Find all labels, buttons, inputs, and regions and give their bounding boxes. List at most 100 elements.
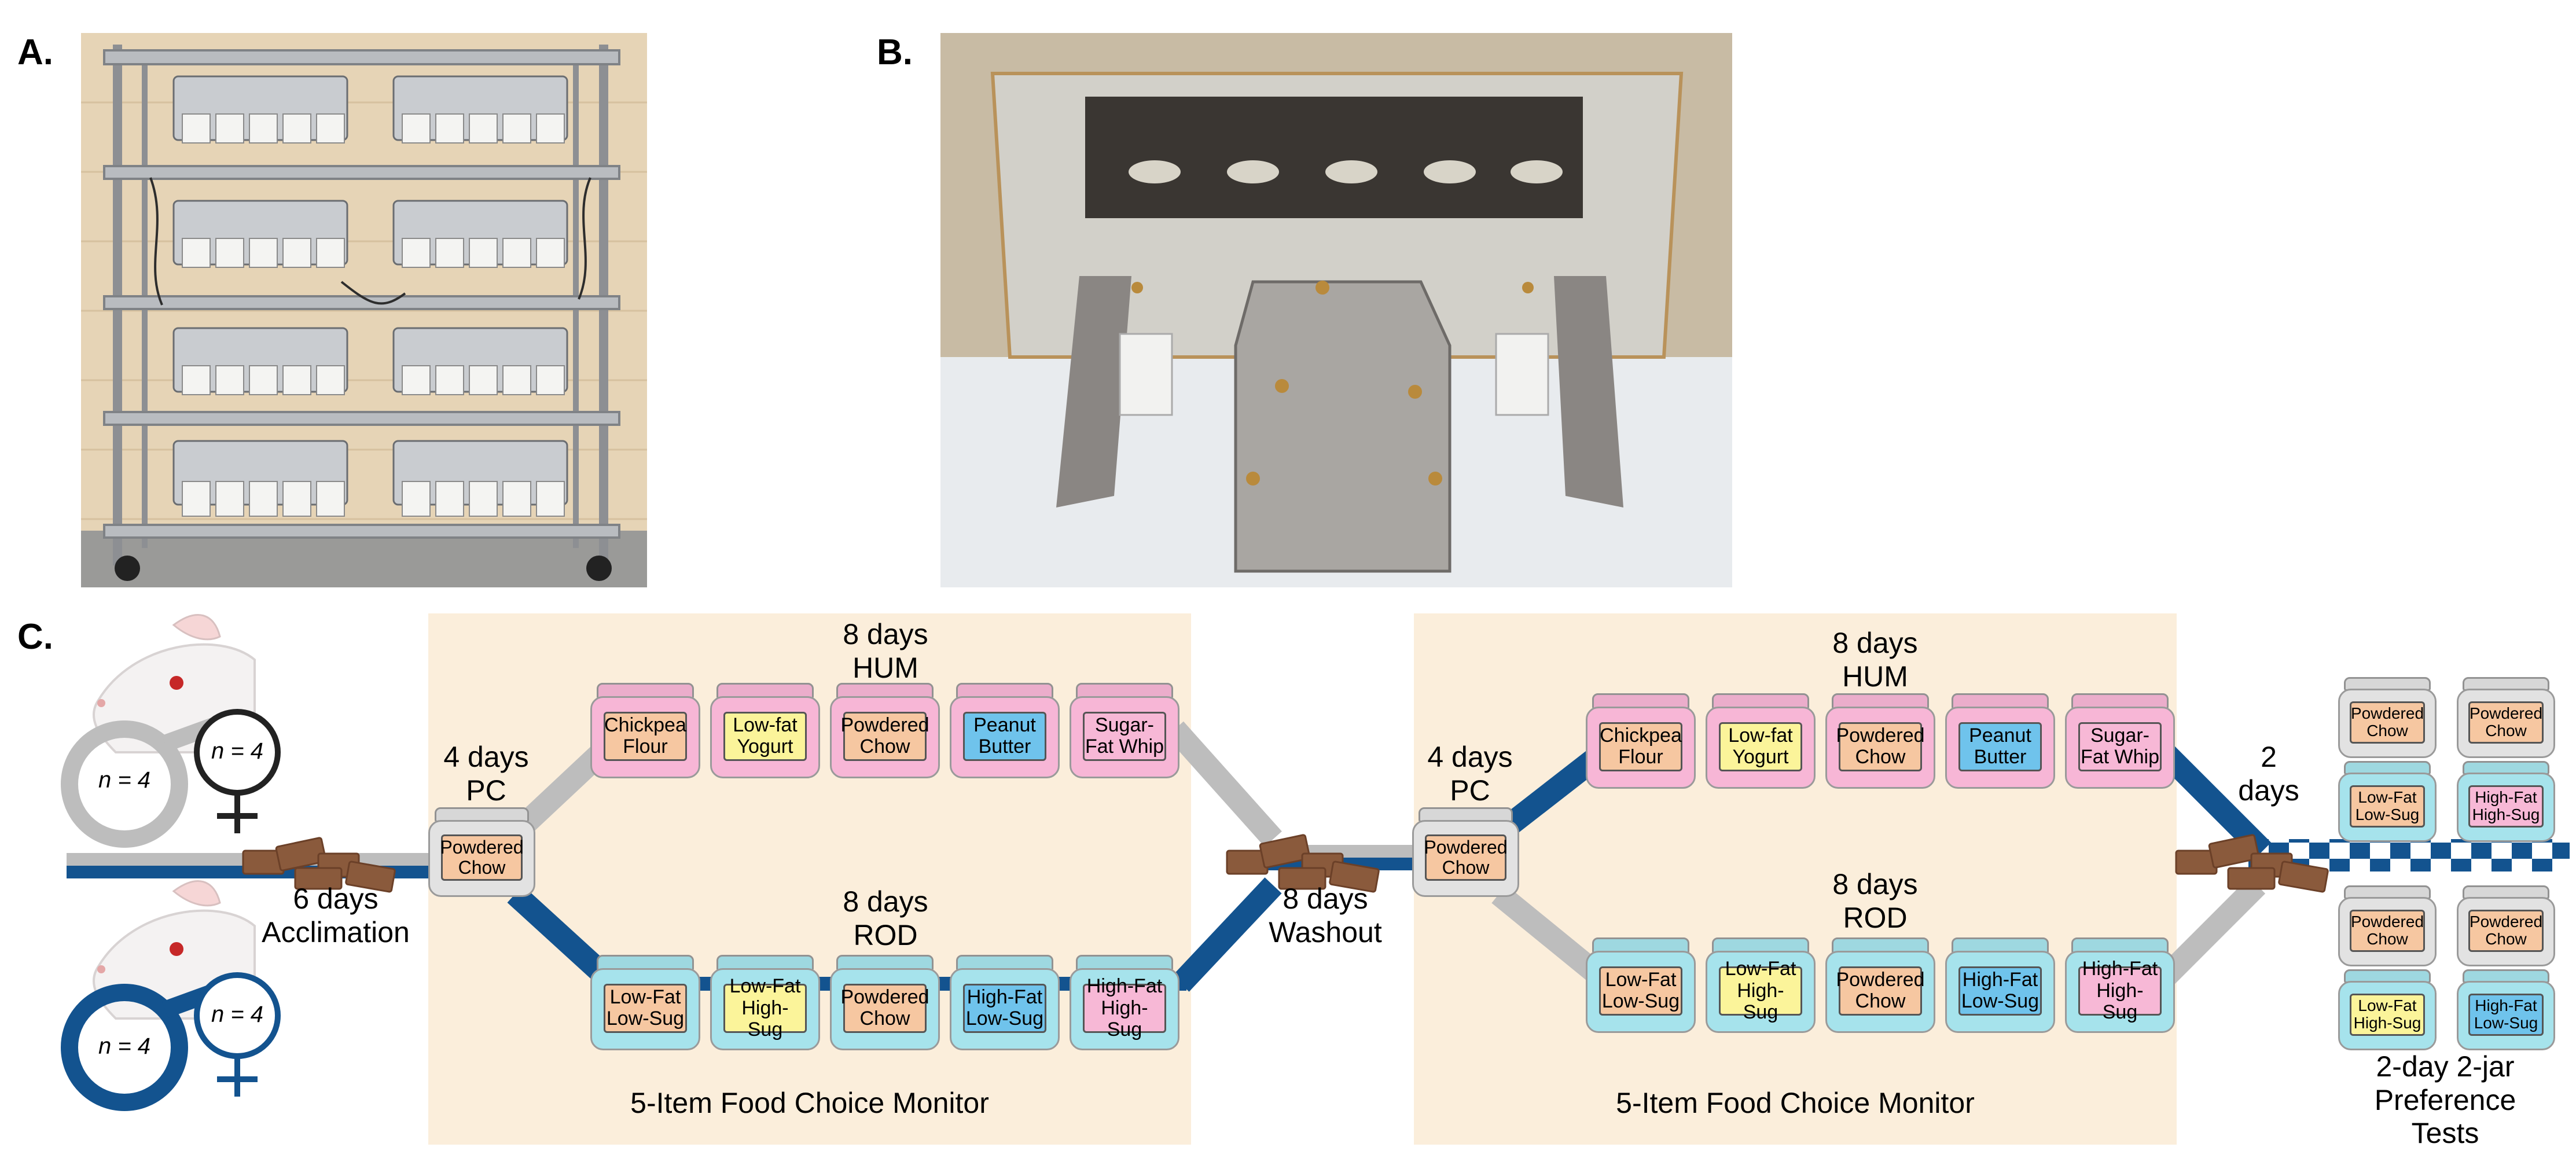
jar-label: High-Fat Low-Sug — [962, 983, 1047, 1034]
female-symbol-icon — [194, 972, 281, 1097]
hum-jar-2-2: Low-fat Yogurt — [1706, 693, 1816, 789]
food-pellets-2 — [1226, 834, 1380, 893]
pc-jar-2: Powdered Chow — [1412, 807, 1519, 897]
pref-bottom-jar-2: Powdered Chow — [2457, 885, 2555, 966]
pref-top-jar-1: Powdered Chow — [2338, 677, 2437, 758]
preference-caption: 2-day 2-jar Preference Tests — [2329, 1050, 2561, 1150]
monitor-title-2: 5-Item Food Choice Monitor — [1616, 1087, 1975, 1119]
final-days-unit: days — [2238, 774, 2299, 807]
pref-bottom-jar-4: High-Fat Low-Sug — [2457, 969, 2555, 1050]
jar-label: Low-fat Yogurt — [723, 711, 807, 762]
jar-label: Peanut Butter — [962, 711, 1047, 762]
jar-label: Peanut Butter — [1958, 722, 2042, 772]
rod-jar-2-1: Low-Fat Low-Sug — [1586, 937, 1696, 1033]
pref-bottom-jar-3: Low-Fat High-Sug — [2338, 969, 2437, 1050]
jar-label: High-Fat High-Sug — [2078, 958, 2162, 1023]
jar-label: Low-Fat Low-Sug — [603, 983, 688, 1034]
hum-name-1: HUM — [852, 651, 918, 684]
hum-jar-1-1: Chickpea Flour — [590, 683, 700, 778]
female-n-right: n = 4 — [211, 738, 264, 764]
jar-label: Powdered Chow — [840, 983, 929, 1034]
jar-label: Powdered Chow — [2350, 701, 2425, 744]
jar-label: Powdered Chow — [440, 834, 524, 881]
rod-jar-1-4: High-Fat Low-Sug — [950, 955, 1060, 1050]
rod-jar-2-2: Low-Fat High-Sug — [1706, 937, 1816, 1033]
branch-hum-1-out — [1166, 721, 1282, 847]
jar-label: Low-fat Yogurt — [1718, 722, 1803, 772]
hum-days-2: 8 days — [1832, 627, 1918, 659]
rod-jar-1-2: Low-Fat High-Sug — [710, 955, 820, 1050]
jar-label: High-Fat Low-Sug — [1958, 966, 2042, 1016]
panel-label-c: C. — [17, 617, 53, 657]
preference-caption-line3: Tests — [2411, 1117, 2479, 1149]
hum-name-2: HUM — [1842, 660, 1908, 693]
jar-label: High-Fat High-Sug — [2468, 785, 2544, 828]
photo-monitor-unit — [940, 33, 1732, 587]
acclimation-days: 6 days — [293, 882, 379, 915]
pc-jar-1: Powdered Chow — [428, 807, 535, 897]
male-n-left: n = 4 — [98, 1034, 151, 1059]
monitor-title-1: 5-Item Food Choice Monitor — [630, 1087, 989, 1119]
pc2-label: 4 days PC — [1401, 741, 1539, 807]
pref-top-jar-2: Powdered Chow — [2457, 677, 2555, 758]
jar-label: Low-Fat High-Sug — [723, 976, 807, 1040]
jar-label: Sugar-Fat Whip — [1082, 711, 1167, 762]
pc2-name: PC — [1450, 774, 1490, 807]
rod-jar-1-3: Powdered Chow — [830, 955, 940, 1050]
rod-jar-1-5: High-Fat High-Sug — [1070, 955, 1179, 1050]
hum-jar-1-4: Peanut Butter — [950, 683, 1060, 778]
final-days-label: 2 days — [2211, 741, 2327, 807]
food-pellets-3 — [2175, 834, 2329, 893]
panel-label-a: A. — [17, 32, 53, 72]
female-symbol-icon — [194, 709, 281, 833]
pc1-label: 4 days PC — [417, 741, 556, 807]
jar-label: Low-Fat Low-Sug — [2350, 785, 2425, 828]
rod-days-1: 8 days — [843, 885, 928, 918]
preference-caption-line2: Preference — [2374, 1083, 2516, 1116]
jar-label: Chickpea Flour — [1598, 722, 1683, 772]
hum-jar-2-3: Powdered Chow — [1825, 693, 1935, 789]
jar-label: Powdered Chow — [840, 711, 929, 762]
rod-jar-2-3: Powdered Chow — [1825, 937, 1935, 1033]
jar-label: High-Fat High-Sug — [1082, 976, 1167, 1040]
rod-label-2: 8 days ROD — [1759, 868, 1991, 935]
preference-caption-line1: 2-day 2-jar — [2376, 1050, 2515, 1083]
hum-jar-2-1: Chickpea Flour — [1586, 693, 1696, 789]
pc1-days: 4 days — [443, 741, 529, 773]
hum-days-1: 8 days — [843, 618, 928, 650]
final-days-number: 2 — [2261, 741, 2277, 773]
rod-name-1: ROD — [853, 918, 918, 951]
food-pellets-1 — [242, 837, 396, 893]
male-n-right: n = 4 — [211, 1002, 264, 1027]
washout-label: 8 days Washout — [1244, 882, 1406, 949]
jar-label: Powdered Chow — [1424, 834, 1508, 881]
hum-label-2: 8 days HUM — [1759, 627, 1991, 693]
hum-jar-1-5: Sugar-Fat Whip — [1070, 683, 1179, 778]
hum-jar-2-5: Sugar-Fat Whip — [2065, 693, 2175, 789]
pref-bottom-jar-1: Powdered Chow — [2338, 885, 2437, 966]
hum-jar-1-2: Low-fat Yogurt — [710, 683, 820, 778]
rack-illustration — [81, 33, 647, 587]
branch-rod-1-out — [1172, 877, 1282, 992]
pc2-days: 4 days — [1427, 741, 1513, 773]
jar-label: Powdered Chow — [1836, 966, 1925, 1016]
rod-name-2: ROD — [1843, 901, 1908, 934]
pc1-name: PC — [466, 774, 506, 807]
hum-label-1: 8 days HUM — [770, 618, 1001, 685]
jar-label: Powdered Chow — [1836, 722, 1925, 772]
jar-label: Powdered Chow — [2468, 910, 2544, 952]
hum-jar-1-3: Powdered Chow — [830, 683, 940, 778]
washout-name: Washout — [1269, 915, 1382, 948]
hum-jar-2-4: Peanut Butter — [1945, 693, 2055, 789]
female-n-left: n = 4 — [98, 767, 151, 793]
jar-label: Powdered Chow — [2350, 910, 2425, 952]
pref-top-jar-3: Low-Fat Low-Sug — [2338, 761, 2437, 842]
jar-label: Low-Fat Low-Sug — [1598, 966, 1683, 1016]
washout-days: 8 days — [1283, 882, 1368, 915]
rod-jar-1-1: Low-Fat Low-Sug — [590, 955, 700, 1050]
rod-days-2: 8 days — [1832, 868, 1918, 900]
jar-label: Powdered Chow — [2468, 701, 2544, 744]
monitor-unit-illustration — [940, 33, 1732, 587]
rod-jar-2-5: High-Fat High-Sug — [2065, 937, 2175, 1033]
